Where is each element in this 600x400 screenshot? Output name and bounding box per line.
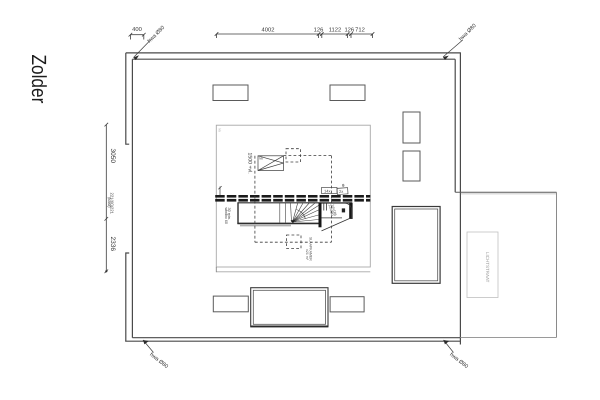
svg-text:kk: kk bbox=[217, 129, 221, 133]
svg-text:1122: 1122 bbox=[329, 27, 341, 34]
svg-text:12x230: 12x230 bbox=[328, 204, 335, 216]
svg-text:LICHTSTRAAT: LICHTSTRAAT bbox=[485, 252, 490, 283]
svg-text:kk: kk bbox=[260, 157, 264, 161]
svg-text:1500 +vl.: 1500 +vl. bbox=[246, 153, 252, 174]
svg-text:14x185: 14x185 bbox=[331, 204, 338, 216]
svg-text:±21 m²: ±21 m² bbox=[305, 249, 309, 261]
svg-text:712: 712 bbox=[355, 27, 365, 34]
svg-text:2x: 2x bbox=[339, 189, 344, 194]
svg-text:400: 400 bbox=[132, 26, 142, 33]
svg-text:(kast): (kast) bbox=[107, 197, 112, 208]
svg-text:14x: 14x bbox=[324, 189, 330, 194]
svg-text:SLAAPKAMER: SLAAPKAMER bbox=[309, 237, 313, 261]
svg-text:4002: 4002 bbox=[262, 27, 275, 34]
svg-text:2336: 2336 bbox=[109, 237, 116, 252]
svg-text:3050: 3050 bbox=[109, 149, 116, 164]
svg-text:126: 126 bbox=[344, 27, 354, 34]
svg-text:126: 126 bbox=[314, 27, 324, 34]
svg-text:9: 9 bbox=[342, 183, 345, 188]
svg-text:wbdbo 60: wbdbo 60 bbox=[224, 208, 228, 224]
svg-text:30 min.: 30 min. bbox=[227, 208, 231, 220]
svg-text:221(60)221: 221(60)221 bbox=[110, 193, 115, 215]
svg-text:Zolder: Zolder bbox=[27, 55, 50, 104]
